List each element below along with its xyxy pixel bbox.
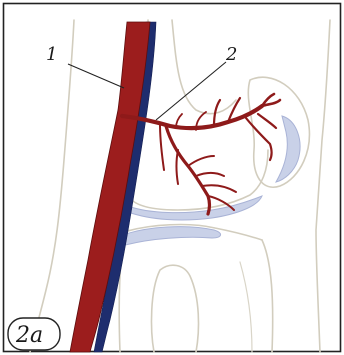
- tibia-lower-right: [240, 262, 252, 352]
- label-2: 2: [225, 44, 237, 65]
- fibula-head: [152, 265, 199, 352]
- outer-contour-left: [30, 20, 74, 352]
- outer-contour-right: [316, 20, 330, 352]
- tibia-right-edge: [262, 240, 273, 352]
- label-1-leader: [68, 64, 124, 88]
- genicular-branch-upper-tip: [262, 94, 280, 106]
- figure-badge: 2a: [15, 323, 43, 348]
- genicular-branch-descending-right: [188, 156, 236, 210]
- bone-outlines: [30, 20, 330, 352]
- patellar-cartilage: [276, 116, 300, 182]
- genicular-branch-right-descending: [246, 114, 276, 160]
- genicular-branch-descending-main: [166, 126, 210, 214]
- label-1: 1: [46, 44, 57, 65]
- femur-right-edge: [172, 20, 236, 114]
